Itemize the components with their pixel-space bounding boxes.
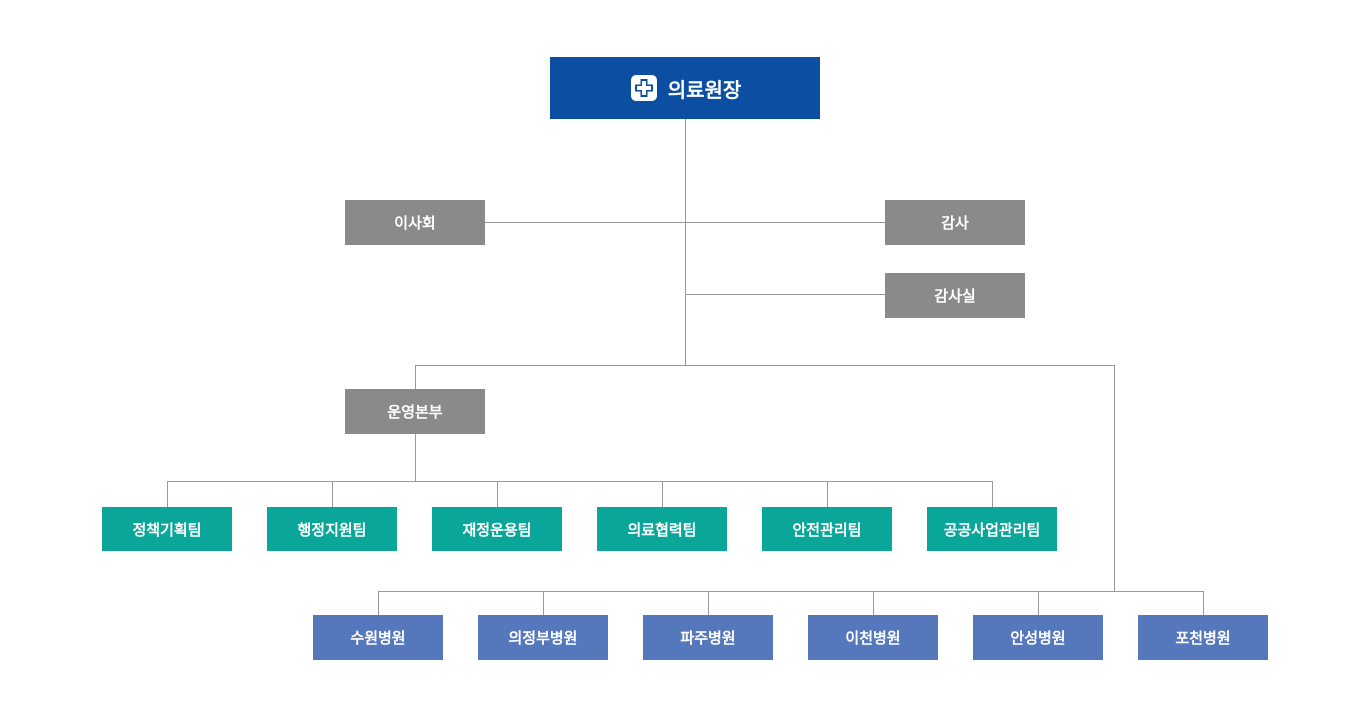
hospital-label: 의정부병원 bbox=[508, 629, 578, 647]
root-label: 의료원장 bbox=[667, 77, 742, 102]
audit-office-label: 감사실 bbox=[934, 287, 976, 305]
node-audit-office: 감사실 bbox=[885, 273, 1025, 318]
team-label: 정책기획팀 bbox=[132, 520, 202, 539]
team-label: 안전관리팀 bbox=[792, 520, 862, 539]
board-label: 이사회 bbox=[394, 214, 436, 232]
operations-label: 운영본부 bbox=[387, 403, 443, 421]
node-auditor: 감사 bbox=[885, 200, 1025, 245]
auditor-label: 감사 bbox=[941, 214, 969, 232]
team-node: 공공사업관리팀 bbox=[927, 507, 1057, 551]
medical-cross-icon bbox=[630, 75, 657, 101]
hospital-label: 안성병원 bbox=[1010, 629, 1066, 647]
hospital-node: 의정부병원 bbox=[478, 615, 608, 660]
node-board: 이사회 bbox=[345, 200, 485, 245]
team-node: 재정운용팀 bbox=[432, 507, 562, 551]
hospital-label: 파주병원 bbox=[680, 629, 736, 647]
team-node: 정책기획팀 bbox=[102, 507, 232, 551]
hospital-label: 수원병원 bbox=[350, 629, 406, 647]
node-operations: 운영본부 bbox=[345, 389, 485, 434]
team-node: 행정지원팀 bbox=[267, 507, 397, 551]
team-label: 의료협력팀 bbox=[627, 520, 697, 539]
hospital-node: 포천병원 bbox=[1138, 615, 1268, 660]
hospital-label: 이천병원 bbox=[845, 629, 901, 647]
team-label: 공공사업관리팀 bbox=[943, 520, 1041, 539]
team-node: 의료협력팀 bbox=[597, 507, 727, 551]
hospital-node: 안성병원 bbox=[973, 615, 1103, 660]
hospital-label: 포천병원 bbox=[1175, 629, 1231, 647]
team-node: 안전관리팀 bbox=[762, 507, 892, 551]
hospital-node: 수원병원 bbox=[313, 615, 443, 660]
hospital-node: 이천병원 bbox=[808, 615, 938, 660]
hospital-node: 파주병원 bbox=[643, 615, 773, 660]
team-label: 행정지원팀 bbox=[297, 520, 367, 539]
team-label: 재정운용팀 bbox=[462, 520, 532, 539]
root-node-director: 의료원장 bbox=[550, 57, 820, 119]
